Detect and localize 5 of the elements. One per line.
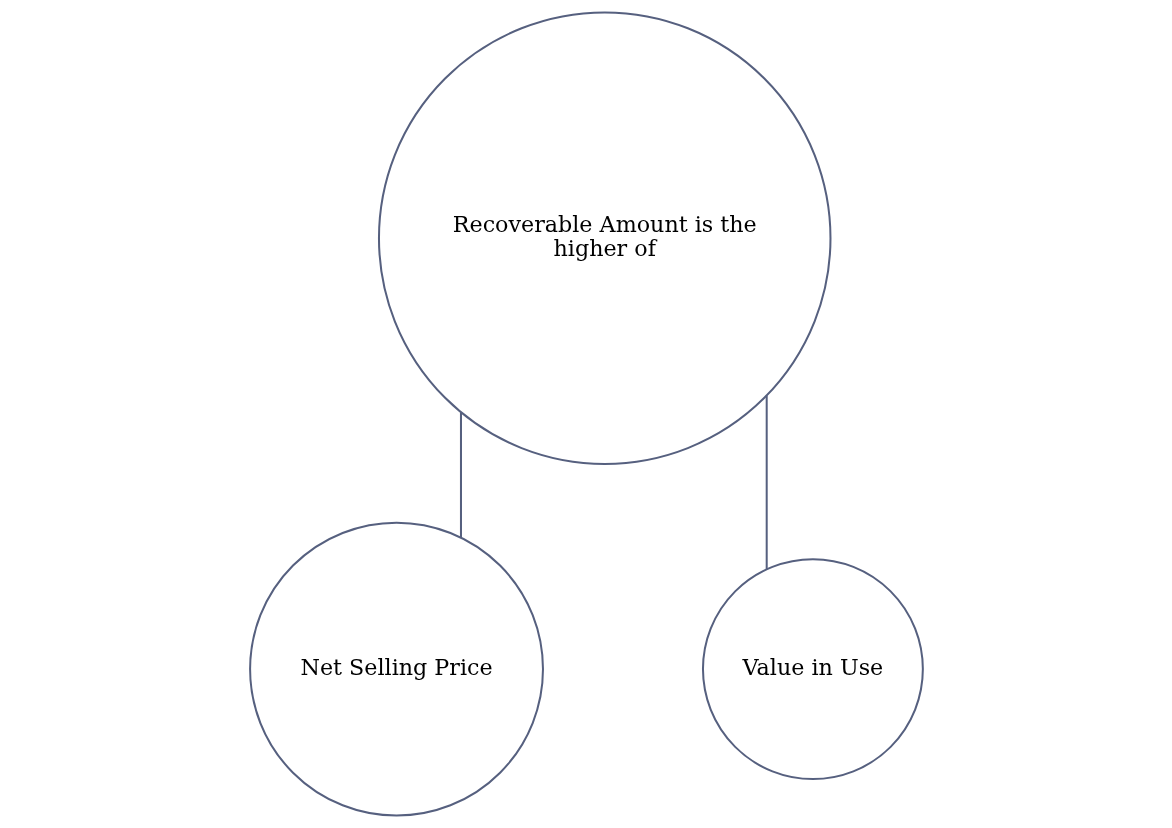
node-circle: Value in Use xyxy=(701,558,924,781)
connector xyxy=(765,395,768,570)
node-circle: Recoverable Amount is the higher of xyxy=(377,11,831,465)
connector xyxy=(459,412,462,538)
node-circle: Net Selling Price xyxy=(248,521,544,817)
